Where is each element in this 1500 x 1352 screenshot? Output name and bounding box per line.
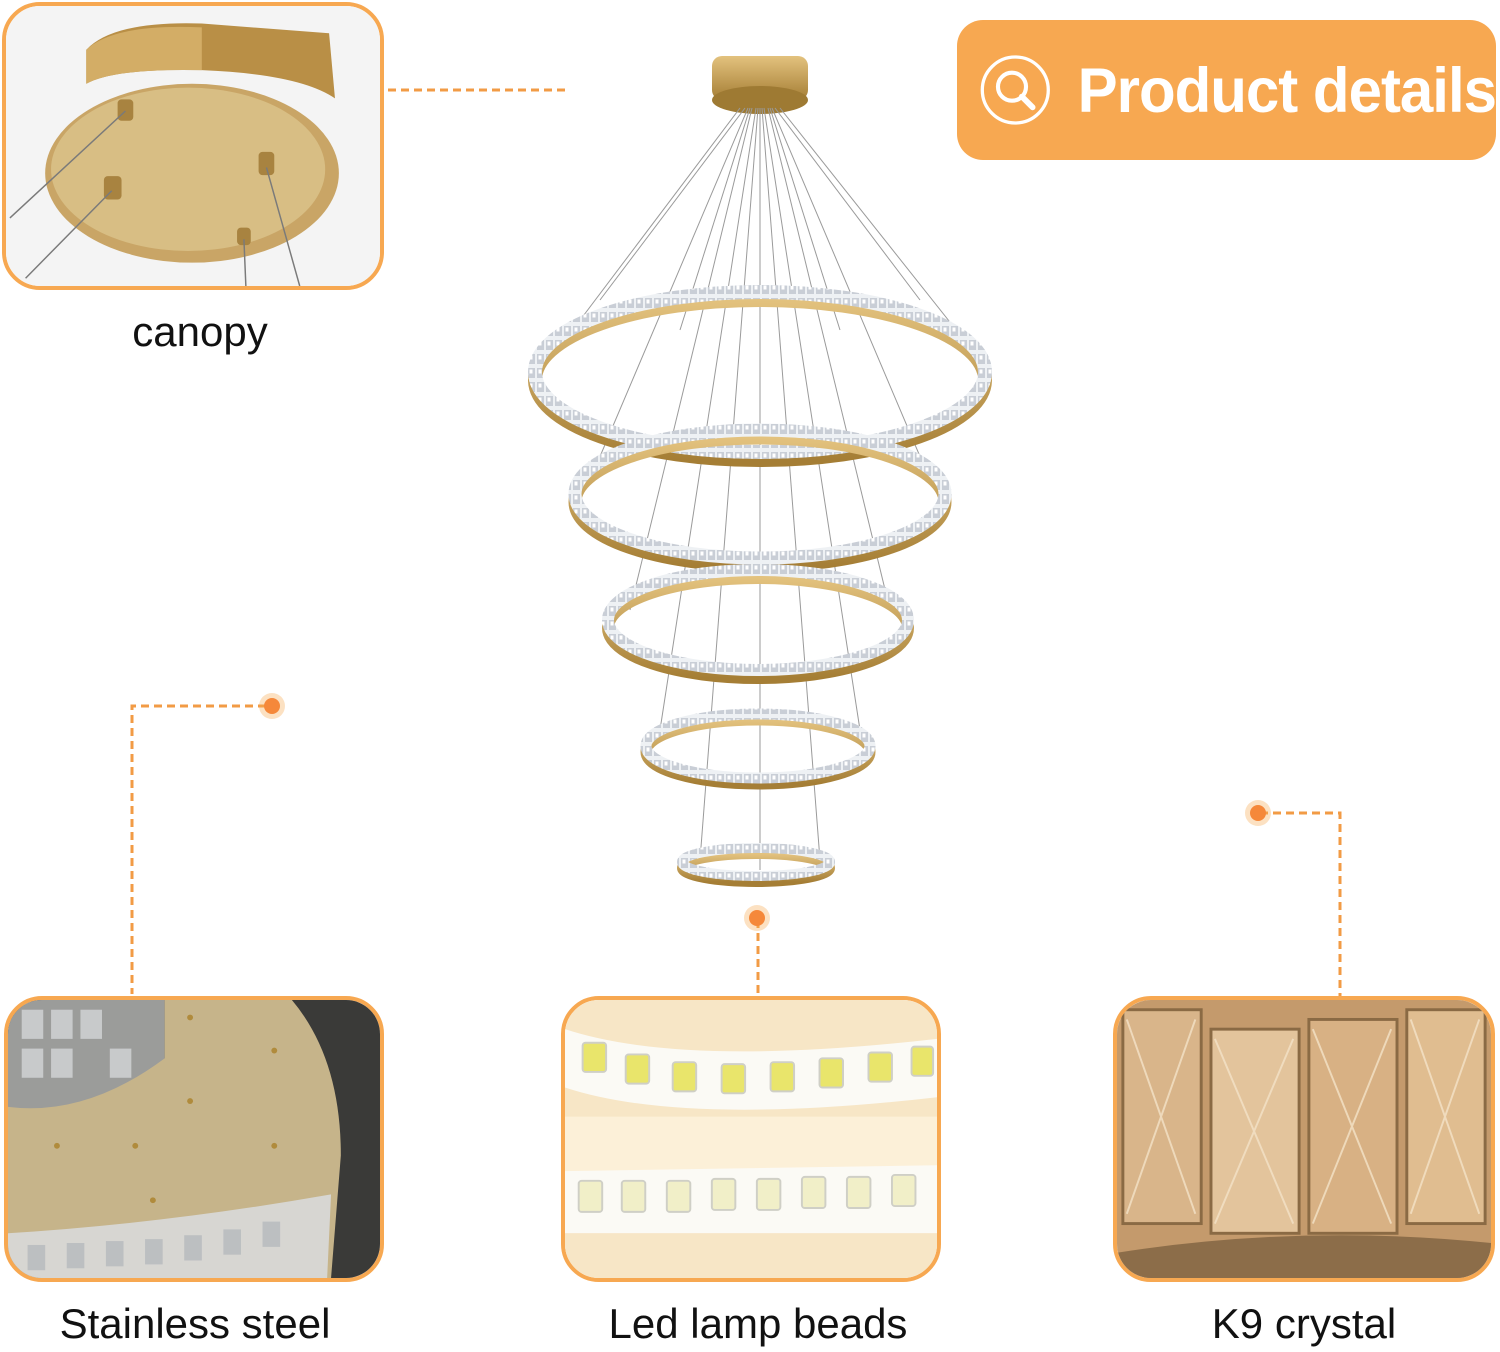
canopy-detail-image xyxy=(2,2,384,290)
stainless-callout-dot xyxy=(264,698,280,714)
page-title: Product details xyxy=(1077,54,1497,126)
k9-crystal-caption: K9 crystal xyxy=(1211,1300,1397,1347)
led-lamp-beads-detail-image xyxy=(561,996,941,1282)
led-callout-dot xyxy=(749,910,765,926)
crystal-callout-dot xyxy=(1250,805,1266,821)
product-details-badge: Product details xyxy=(957,20,1497,160)
search-icon xyxy=(980,55,1050,125)
led-lamp-beads-caption: Led lamp beads xyxy=(608,1300,908,1347)
canopy-caption: canopy xyxy=(132,308,268,355)
stainless-steel-detail-image xyxy=(4,996,384,1282)
chandelier-image xyxy=(528,56,992,887)
k9-crystal-detail-image xyxy=(1113,996,1495,1282)
stainless-steel-caption: Stainless steel xyxy=(59,1300,331,1347)
